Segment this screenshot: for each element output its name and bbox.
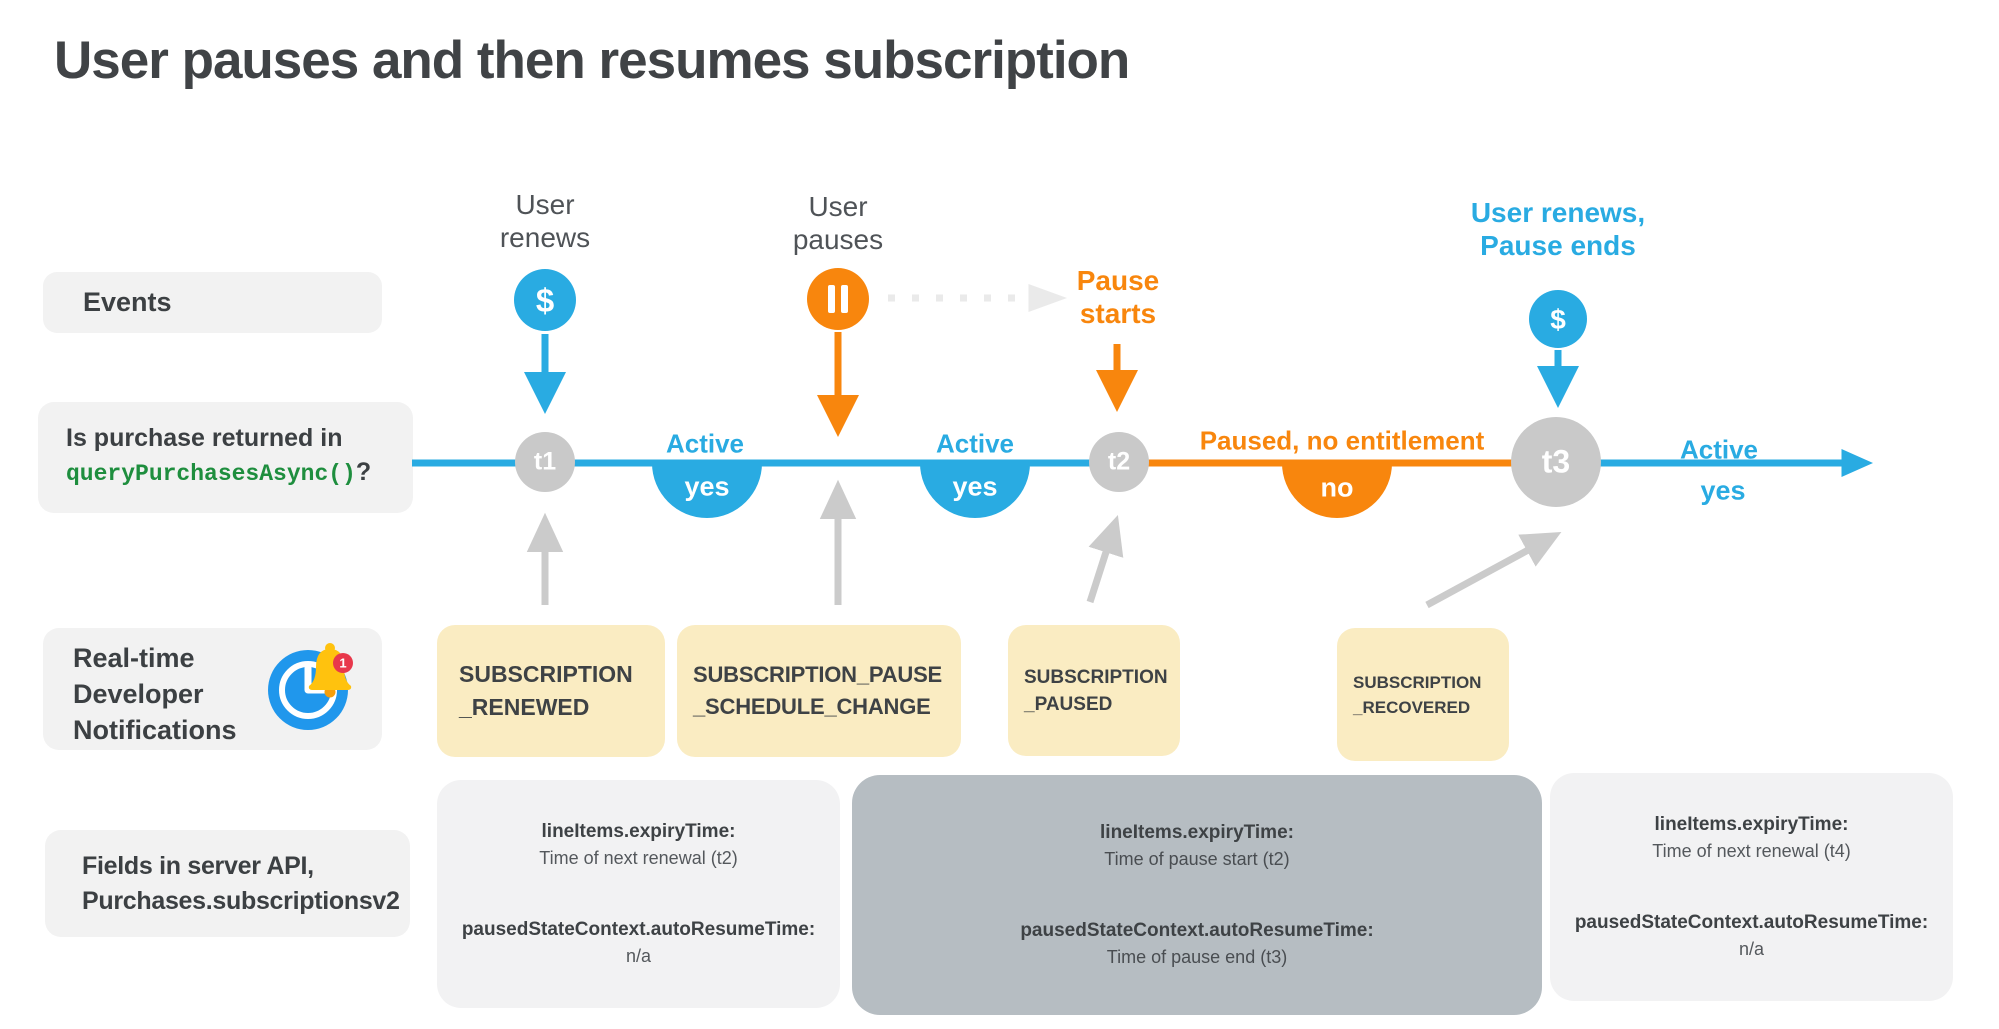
t1-marker-circle (515, 432, 575, 492)
field-key: lineItems.expiryTime: (1654, 814, 1849, 835)
label-line: Pause ends (1480, 230, 1636, 261)
field-group: pausedStateContext.autoResumeTime: Time … (1020, 918, 1373, 970)
field-value: Time of next renewal (t4) (1652, 841, 1851, 861)
notification-text: SUBSCRIPTION (459, 661, 633, 687)
query-row-label: Is purchase returned in queryPurchasesAs… (38, 402, 413, 513)
notification-text: SUBSCRIPTION_PAUSE (693, 662, 943, 687)
status-label-active-1: Active (665, 428, 745, 459)
t2-label: t2 (1107, 447, 1131, 476)
notification-badge (333, 653, 353, 673)
rtdn-clock-bell-icon (268, 643, 353, 730)
notification-text: _RENEWED (459, 694, 590, 720)
status-value-no: no (1320, 472, 1354, 503)
field-key: pausedStateContext.autoResumeTime: (1020, 920, 1374, 941)
field-key: pausedStateContext.autoResumeTime: (461, 919, 816, 940)
status-value-yes-3: yes (1700, 475, 1746, 506)
t3-marker-circle (1511, 417, 1601, 507)
dollar-icon (514, 269, 576, 331)
field-value: n/a (1738, 939, 1765, 959)
field-value: Time of pause end (t3) (1106, 947, 1288, 967)
field-value: n/a (625, 946, 652, 966)
label-line: User renews, (1470, 197, 1646, 228)
fields-label-line2: Purchases.subscriptionsv2 (82, 886, 400, 915)
no-bubble (1282, 463, 1392, 518)
pause-bar-right (841, 285, 848, 313)
fields-box-1: lineItems.expiryTime: Time of next renew… (437, 780, 840, 1008)
fields-label-line1: Fields in server API, (82, 851, 314, 880)
field-group: pausedStateContext.autoResumeTime: n/a (1575, 910, 1928, 962)
field-group: lineItems.expiryTime: Time of next renew… (539, 819, 737, 871)
rtdn-arrow-paused (1086, 515, 1124, 604)
events-label: Events (83, 287, 172, 317)
notification-box-recovered: SUBSCRIPTION _RECOVERED (1337, 628, 1509, 761)
badge-count: 1 (339, 655, 347, 671)
user-renews-label: User renews (499, 189, 591, 253)
rtdn-label: Real-time Developer Notifications (73, 643, 237, 745)
status-label-paused: Paused, no entitlement (1199, 425, 1485, 456)
fields-box-2-paused: lineItems.expiryTime: Time of pause star… (852, 775, 1542, 1015)
pause-bar-left (828, 285, 835, 313)
status-value-yes-2: yes (952, 471, 998, 502)
field-value: Time of next renewal (t2) (539, 848, 738, 868)
field-key: pausedStateContext.autoResumeTime: (1574, 912, 1929, 933)
user-renews-pause-ends-label: User renews, Pause ends (1471, 196, 1645, 262)
notification-box-renewed: SUBSCRIPTION _RENEWED (437, 625, 665, 757)
t1-label: t1 (533, 447, 557, 476)
notification-text: _RECOVERED (1353, 697, 1471, 717)
rtdn-arrow-recovered (1425, 531, 1562, 609)
dollar-icon (1529, 290, 1587, 348)
query-label-line2: queryPurchasesAsync()? (66, 455, 413, 489)
t3-label: t3 (1541, 443, 1571, 480)
query-code: queryPurchasesAsync() (66, 461, 356, 487)
notification-text: SUBSCRIPTION (1353, 672, 1482, 692)
dollar-glyph: $ (1550, 304, 1566, 335)
notification-text: _SCHEDULE_CHANGE (693, 694, 931, 719)
pause-icon (807, 268, 869, 330)
notification-text: SUBSCRIPTION (1024, 666, 1168, 688)
yes-bubble-1 (652, 463, 762, 518)
fields-row-label: Fields in server API, Purchases.subscrip… (45, 830, 410, 937)
field-key: lineItems.expiryTime: (541, 821, 736, 842)
events-row-label: Events (43, 272, 382, 333)
pause-starts-label: Pause starts (1076, 265, 1160, 329)
status-value-yes-1: yes (684, 471, 730, 502)
field-group: pausedStateContext.autoResumeTime: n/a (462, 917, 815, 969)
t2-marker-circle (1089, 432, 1149, 492)
dollar-glyph: $ (535, 282, 555, 319)
query-suffix: ? (355, 458, 372, 486)
field-group: lineItems.expiryTime: Time of pause star… (1100, 820, 1294, 872)
user-pauses-label: User pauses (792, 191, 884, 255)
query-label-line1: Is purchase returned in (66, 424, 343, 452)
notification-box-pause-schedule-change: SUBSCRIPTION_PAUSE _SCHEDULE_CHANGE (677, 625, 961, 757)
page-title: User pauses and then resumes subscriptio… (54, 31, 1130, 90)
field-group: lineItems.expiryTime: Time of next renew… (1652, 812, 1850, 864)
yes-bubble-2 (920, 463, 1030, 518)
status-label-active-3: Active (1679, 434, 1759, 465)
fields-box-3: lineItems.expiryTime: Time of next renew… (1550, 773, 1953, 1001)
notification-box-paused: SUBSCRIPTION _PAUSED (1008, 625, 1180, 756)
field-key: lineItems.expiryTime: (1100, 822, 1294, 843)
status-label-active-2: Active (935, 428, 1015, 459)
notification-text: _PAUSED (1024, 693, 1113, 715)
field-value: Time of pause start (t2) (1104, 849, 1290, 869)
